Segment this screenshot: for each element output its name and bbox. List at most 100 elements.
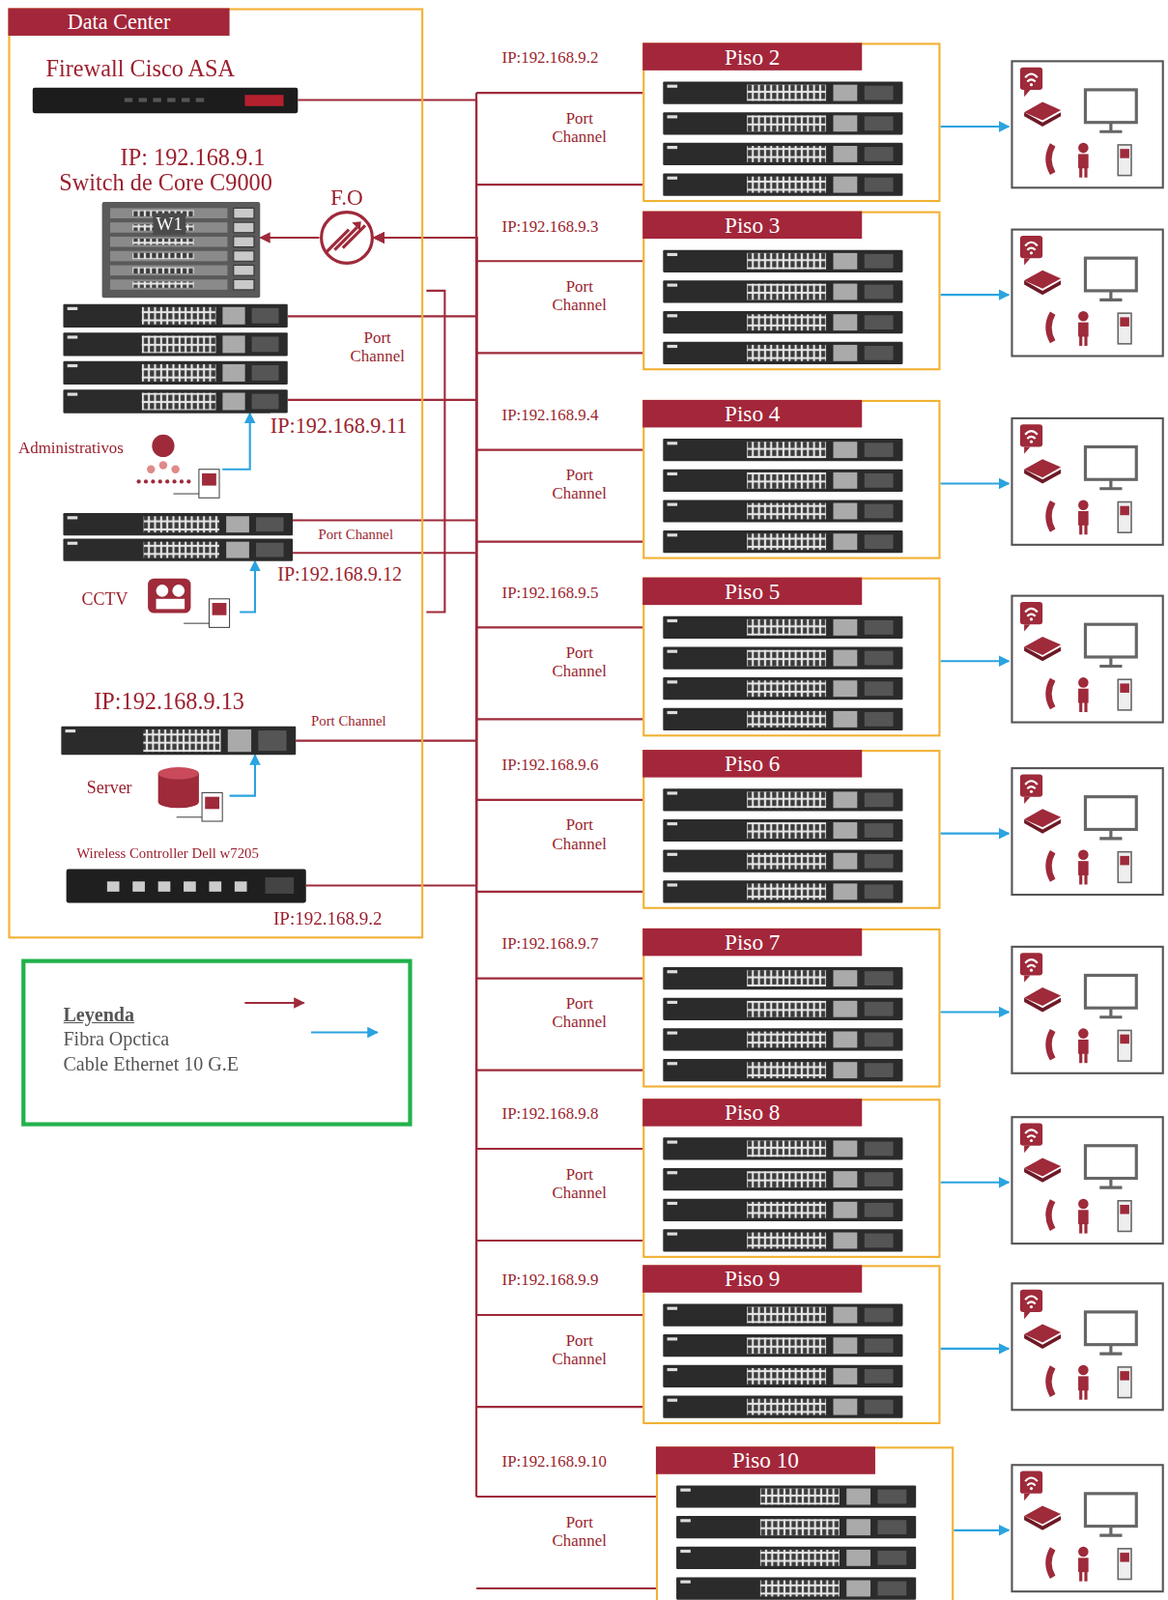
zone-title: Piso 10: [655, 1446, 876, 1475]
server-icon: Server: [81, 765, 229, 822]
data-center-zone: Data CenterFirewall Cisco ASA IP: 192.168…: [7, 7, 424, 939]
floor-box: Piso 7IP:192.168.9.7Port Channel: [642, 928, 941, 1088]
device-label: Port Channel: [311, 712, 387, 730]
fiber-link: [374, 237, 644, 542]
end-devices: [940, 1282, 1164, 1410]
firewall-device: Firewall Cisco ASA: [32, 87, 299, 114]
device-label: Firewall Cisco ASA: [46, 56, 236, 84]
device-label: IP:192.168.9.11: [270, 413, 407, 438]
device-label: IP:192.168.9.4: [502, 405, 599, 425]
device-label: W1: [152, 213, 186, 235]
device-label: IP:192.168.9.5: [502, 583, 599, 602]
legend-text: Leyenda: [62, 1003, 135, 1026]
wireless-controller: Wireless Controller Dell w7205IP:192.168…: [66, 869, 307, 904]
zone-title: Piso 9: [642, 1264, 862, 1293]
fiber-link: [374, 237, 656, 1589]
link-label: Port Channel: [539, 277, 621, 315]
link-label: Port Channel: [539, 1512, 621, 1551]
link-label: Port Channel: [539, 1331, 621, 1369]
floor-box: Piso 8IP:192.168.9.8Port Channel: [642, 1098, 941, 1258]
zone-title: Piso 7: [642, 928, 862, 957]
end-devices: [940, 596, 1164, 723]
switch-stack: Port ChannelIP:192.168.9.12: [62, 512, 293, 562]
link-label: Port Channel: [539, 816, 621, 855]
zone-title: Data Center: [7, 7, 229, 36]
end-devices: [940, 946, 1164, 1074]
floor-box: Piso 3IP:192.168.9.3Port Channel: [642, 211, 941, 371]
fiber-link: [374, 237, 644, 719]
fiber-symbol: F.O: [318, 210, 374, 266]
core-switch: IP: 192.168.9.1Switch de Core C9000W1: [102, 201, 261, 298]
device-label: IP:192.168.9.7: [502, 934, 599, 953]
device-label: IP:192.168.9.6: [502, 755, 599, 774]
device-label: IP:192.168.9.3: [502, 217, 599, 236]
zone-title: Piso 6: [642, 749, 862, 778]
device-label: Port Channel: [317, 526, 394, 543]
fiber-link: [306, 237, 477, 885]
fiber-link: [292, 237, 477, 553]
device-drawing: [318, 210, 374, 266]
zone-title: Piso 3: [642, 211, 862, 240]
legend-box: [23, 961, 410, 1125]
device-label: Server: [86, 778, 133, 799]
link-label: Port Channel: [539, 643, 621, 682]
floor-box: Piso 6IP:192.168.9.6Port Channel: [642, 749, 941, 910]
floor-box: Piso 4IP:192.168.9.4Port Channel: [642, 399, 941, 560]
end-devices: [940, 60, 1164, 188]
ethernet-link: [239, 561, 256, 613]
legend-sample: [244, 1001, 304, 1004]
server-switch: IP:192.168.9.13Port Channel: [60, 726, 296, 756]
end-devices: [940, 768, 1164, 895]
floor-box: Piso 10IP:192.168.9.10Port Channel: [655, 1446, 954, 1600]
device-label: IP:192.168.9.13: [93, 688, 245, 716]
link-label: Port Channel: [539, 1165, 621, 1203]
device-label: IP:192.168.9.2: [273, 908, 382, 930]
link-label: Port Channel: [336, 328, 418, 367]
fiber-link: [297, 99, 477, 238]
device-label: IP: 192.168.9.1: [120, 144, 266, 172]
end-devices: [940, 1116, 1164, 1244]
device-label: IP:192.168.9.2: [502, 49, 599, 68]
device-drawing: [32, 87, 299, 114]
zone-title: Piso 2: [642, 42, 862, 71]
floor-box: Piso 5IP:192.168.9.5Port Channel: [642, 577, 941, 738]
device-label: Switch de Core C9000: [58, 170, 273, 198]
ethernet-link: [222, 413, 251, 470]
legend-text: Cable Ethernet 10 G.E: [62, 1053, 239, 1076]
device-label: Administrativos: [18, 438, 124, 457]
fiber-link: [374, 237, 644, 1407]
user-group: Administrativos: [18, 427, 223, 505]
device-drawing: [62, 304, 287, 414]
fiber-link: [287, 237, 477, 400]
device-label: Wireless Controller Dell w7205: [76, 845, 259, 862]
link-label: Port Channel: [539, 109, 621, 147]
device-label: F.O: [330, 184, 364, 211]
device-label: IP:192.168.9.12: [277, 563, 402, 586]
switch-stack: Port ChannelIP:192.168.9.11: [62, 304, 287, 414]
ethernet-link: [229, 754, 256, 796]
device-label: IP:192.168.9.8: [502, 1105, 599, 1124]
floor-box: Piso 2IP:192.168.9.2Port Channel: [642, 42, 941, 202]
device-label: IP:192.168.9.9: [502, 1271, 599, 1290]
floor-box: Piso 9IP:192.168.9.9Port Channel: [642, 1264, 941, 1425]
end-devices: [953, 1464, 1163, 1592]
fiber-link: [374, 92, 644, 238]
fiber-link: [374, 237, 644, 1241]
end-devices: [940, 229, 1164, 357]
cctv-group: CCTV: [76, 576, 240, 628]
legend-sample: [311, 1031, 378, 1034]
device-drawing: [60, 726, 296, 756]
fiber-link: [259, 236, 319, 239]
device-label: CCTV: [81, 589, 128, 610]
link-label: Port Channel: [539, 466, 621, 505]
link-label: Port Channel: [539, 994, 621, 1032]
zone-title: Piso 5: [642, 577, 862, 606]
zone-title: Piso 8: [642, 1098, 862, 1127]
legend-text: Fibra Opctica: [62, 1027, 170, 1051]
fiber-link: [295, 237, 477, 741]
device-drawing: [66, 869, 307, 904]
device-drawing: [62, 512, 293, 562]
zone-title: Piso 4: [642, 399, 862, 428]
fiber-line: [426, 290, 445, 613]
device-label: IP:192.168.9.10: [502, 1452, 607, 1472]
